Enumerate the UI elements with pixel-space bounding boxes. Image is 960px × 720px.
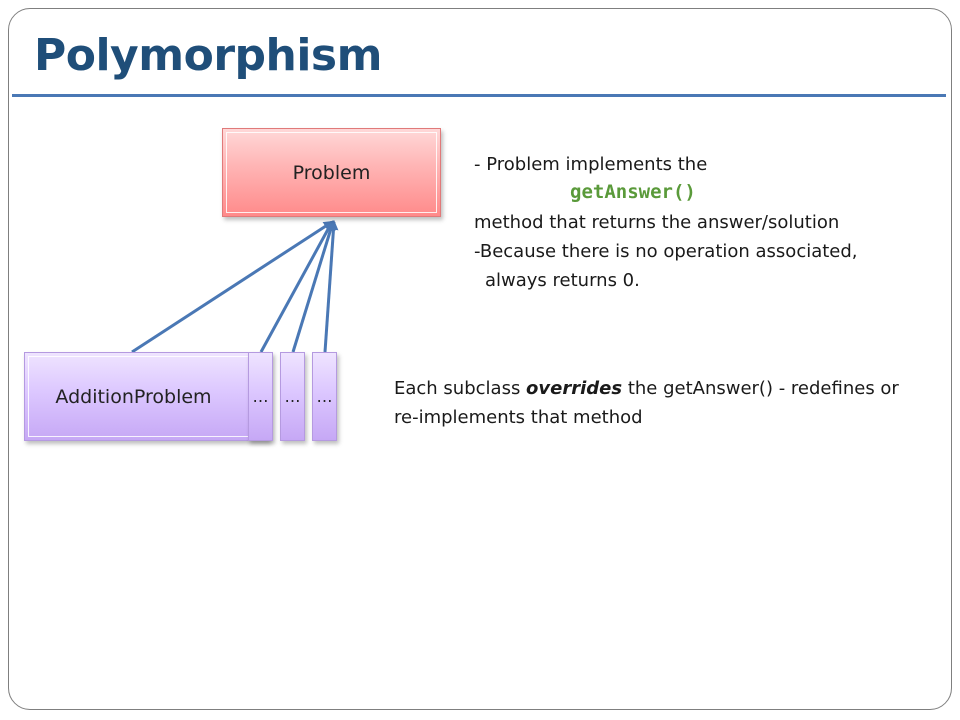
subclass-note-suffix: the getAnswer() - redefines or — [622, 378, 899, 399]
overrides-emphasis: overrides — [526, 378, 623, 399]
addition-problem-class-box: AdditionProblem — [24, 352, 269, 441]
subclass-note-line-2: re-implements that method — [394, 407, 643, 428]
arrow-sub3-to-problem — [323, 220, 339, 353]
problem-note-line-4: -Because there is no operation associate… — [474, 241, 858, 262]
problem-class-box: Problem — [222, 128, 441, 217]
subclass-note-line-1: Each subclass overrides the getAnswer() … — [394, 378, 899, 399]
arrow-sub1-to-problem — [259, 220, 334, 353]
problem-class-label: Problem — [292, 161, 371, 184]
problem-note-line-5: always returns 0. — [485, 270, 640, 291]
subclass-note-prefix: Each subclass — [394, 378, 527, 399]
arrow-addition-to-problem — [131, 220, 334, 354]
get-answer-method: getAnswer() — [570, 181, 696, 203]
problem-note-line-3: method that returns the answer/solution — [474, 212, 840, 233]
subclass-box-1: … — [248, 352, 273, 441]
problem-note-line-1: - Problem implements the — [474, 154, 708, 175]
subclass-ellipsis-2: … — [284, 387, 301, 406]
subclass-ellipsis-3: … — [316, 387, 333, 406]
subclass-ellipsis-1: … — [252, 387, 269, 406]
subclass-box-2: … — [280, 352, 305, 441]
slide-title: Polymorphism — [34, 30, 382, 81]
addition-problem-class-label: AdditionProblem — [55, 385, 212, 408]
title-underline — [12, 94, 946, 97]
arrow-sub2-to-problem — [291, 220, 336, 353]
subclass-box-3: … — [312, 352, 337, 441]
